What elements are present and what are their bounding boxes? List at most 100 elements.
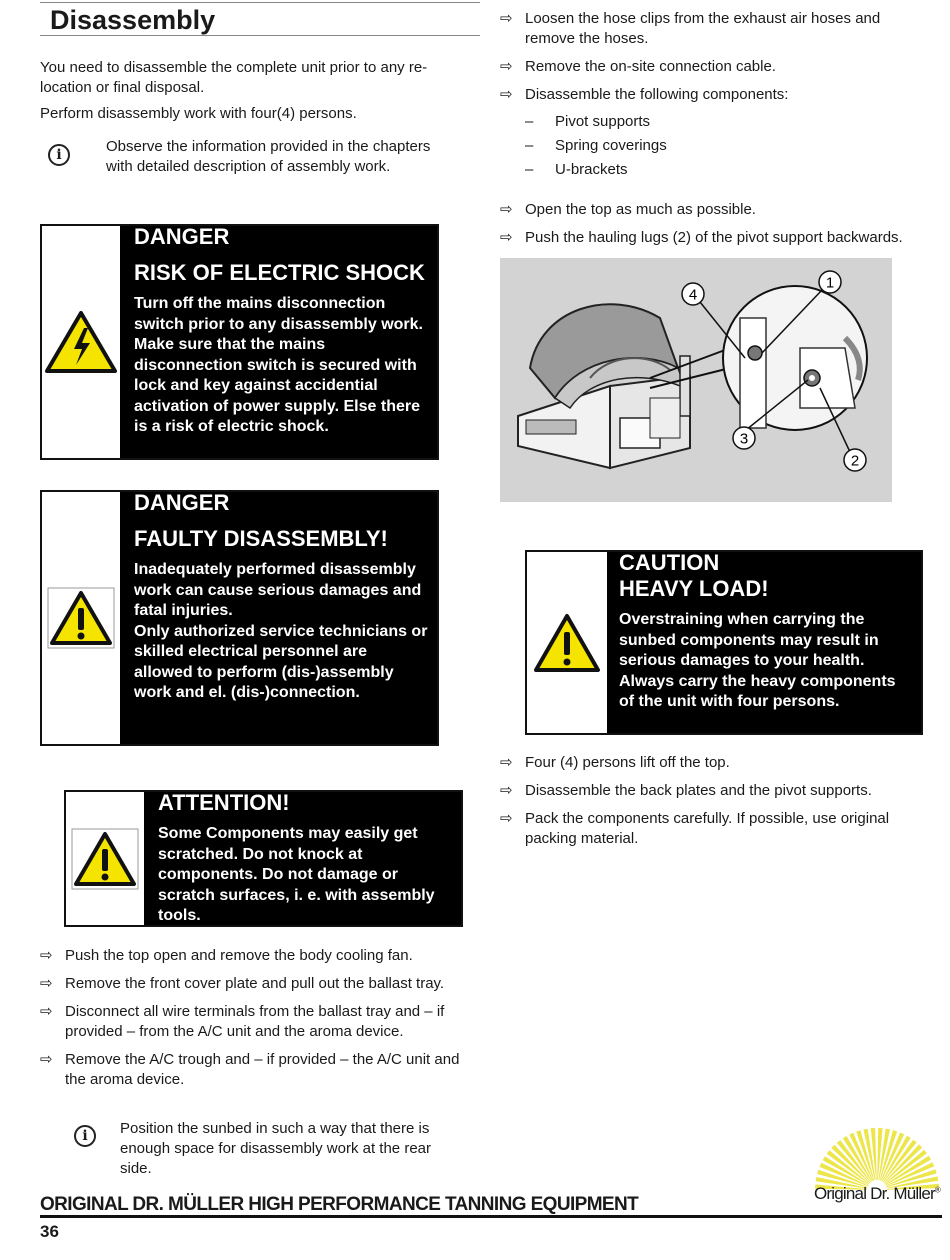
logo-ray [881,1135,911,1182]
list-item: ⇨Loosen the hose clips from the exhaust … [500,10,881,47]
logo-ray [863,1128,876,1181]
logo-ray [849,1132,874,1182]
caution-body: Overstraining when carrying the sunbed c… [619,611,896,710]
info-note-assembly: Observe the information provided in the … [106,138,431,175]
danger-subheading: RISK OF ELECTRIC SHOCK [134,260,425,285]
callout-2: 2 [843,448,867,472]
list-item: ⇨Remove the front cover plate and pull o… [40,975,445,992]
arrow-icon: ⇨ [500,810,513,827]
logo-ray [819,1162,868,1187]
list-item: ⇨Push the top open and remove the body c… [40,947,413,964]
component-sublist: –Pivot supports –Spring coverings –U-bra… [525,112,825,184]
logo-ray [878,1128,890,1181]
svg-text:4: 4 [689,287,697,304]
caution-subheading: HEAVY LOAD! [619,576,769,601]
registered-mark: ® [934,1185,941,1195]
logo-text: Original Dr. Müller [814,1184,936,1203]
footer-divider [40,1215,942,1218]
attention-heading: ATTENTION! [158,790,290,815]
logo-ray [879,1130,898,1181]
footer-brand-text: ORIGINAL DR. MÜLLER HIGH PERFORMANCE TAN… [40,1194,639,1215]
right-step-list-a: ⇨Loosen the hose clips from the exhaust … [500,9,930,111]
right-step-list-c: ⇨Four (4) persons lift off the top. ⇨Dis… [500,753,930,849]
svg-text:2: 2 [851,453,859,470]
logo-ray [870,1128,877,1181]
logo-ray [877,1128,883,1180]
logo-ray [822,1156,869,1186]
arrow-icon: ⇨ [40,1003,53,1020]
list-item: ⇨Four (4) persons lift off the top. [500,754,730,771]
list-item: –Pivot supports [525,113,651,130]
brand-logo: Original Dr. Müller® [812,1124,942,1214]
logo-ray [815,1184,867,1190]
logo-ray [817,1169,868,1188]
sunbed-illustration: 1 2 3 4 [517,270,868,472]
attention-body: Some Components may easily get scratched… [158,825,435,924]
svg-text:3: 3 [740,431,748,448]
logo-ray [880,1132,905,1181]
arrow-icon: ⇨ [500,10,513,27]
arrow-icon: ⇨ [500,754,513,771]
caution-heading: CAUTION [619,550,720,575]
intro-paragraph: You need to disassemble the complete uni… [40,59,428,96]
danger-electric-shock-box: DANGER RISK OF ELECTRIC SHOCK Turn off t… [40,224,439,460]
logo-ray [885,1155,931,1186]
intro-persons: Perform disassembly work with four(4) pe… [40,105,357,122]
arrow-icon: ⇨ [500,201,513,218]
list-item: ⇨Open the top as much as possible. [500,201,756,218]
logo-ray [886,1183,939,1190]
arrow-icon: ⇨ [500,58,513,75]
arrow-icon: ⇨ [500,782,513,799]
logo-ray [884,1149,927,1185]
logo-ray [882,1139,917,1183]
arrow-icon: ⇨ [40,947,53,964]
logo-ray [836,1140,872,1183]
list-item: ⇨Disassemble the following components: [500,86,789,103]
logo-ray [856,1130,875,1181]
right-step-list-b: ⇨Open the top as much as possible. ⇨Push… [500,200,940,248]
danger-heading: DANGER [134,224,230,249]
logo-ray [831,1144,871,1184]
list-item: ⇨Pack the components carefully. If possi… [500,810,890,847]
danger-heading: DANGER [134,490,230,515]
list-item: ⇨Remove the A/C trough and – if provided… [40,1051,460,1088]
page-number: 36 [40,1222,59,1241]
warning-icon [66,792,144,925]
arrow-icon: ⇨ [40,975,53,992]
danger-body: Inadequately performed disassembly work … [134,561,422,619]
attention-box: ATTENTION! Some Components may easily ge… [64,790,463,927]
danger-body-authorized: Only authorized service technicians or s… [134,622,428,702]
svg-text:1: 1 [826,275,834,292]
sunburst-logo-icon [815,1128,939,1190]
callout-3: 3 [732,426,756,450]
logo-ray [886,1169,937,1188]
logo-ray [826,1150,870,1185]
warning-icon [527,552,607,733]
list-item: –U-brackets [525,161,628,178]
warning-icon [42,492,120,744]
logo-ray [883,1144,923,1184]
arrow-icon: ⇨ [40,1051,53,1068]
logo-ray [885,1162,935,1187]
list-item: –Spring coverings [525,137,667,154]
arrow-icon: ⇨ [500,86,513,103]
logo-ray [842,1136,873,1182]
danger-subheading: FAULTY DISASSEMBLY! [134,526,388,551]
list-item: ⇨Disassemble the back plates and the piv… [500,782,872,799]
info-icon: i [74,1125,96,1147]
list-item: ⇨Disconnect all wire terminals from the … [40,1003,445,1040]
electric-hazard-icon [42,226,120,458]
arrow-icon: ⇨ [500,229,513,246]
logo-ray [815,1177,868,1189]
pivot-support-figure: 1 2 3 4 [500,258,892,502]
left-step-list: ⇨Push the top open and remove the body c… [40,946,480,1090]
danger-body: Turn off the mains disconnection switch … [134,295,423,435]
page-title: Disassembly [40,2,480,36]
info-note-position: Position the sunbed in such a way that t… [120,1120,431,1177]
caution-heavy-load-box: CAUTION HEAVY LOAD! Overstraining when c… [525,550,923,735]
list-item: ⇨Remove the on-site connection cable. [500,58,776,75]
callout-4: 4 [681,282,705,306]
list-item: ⇨Push the hauling lugs (2) of the pivot … [500,229,903,246]
info-icon: i [48,144,70,166]
danger-faulty-disassembly-box: DANGER FAULTY DISASSEMBLY! Inadequately … [40,490,439,746]
